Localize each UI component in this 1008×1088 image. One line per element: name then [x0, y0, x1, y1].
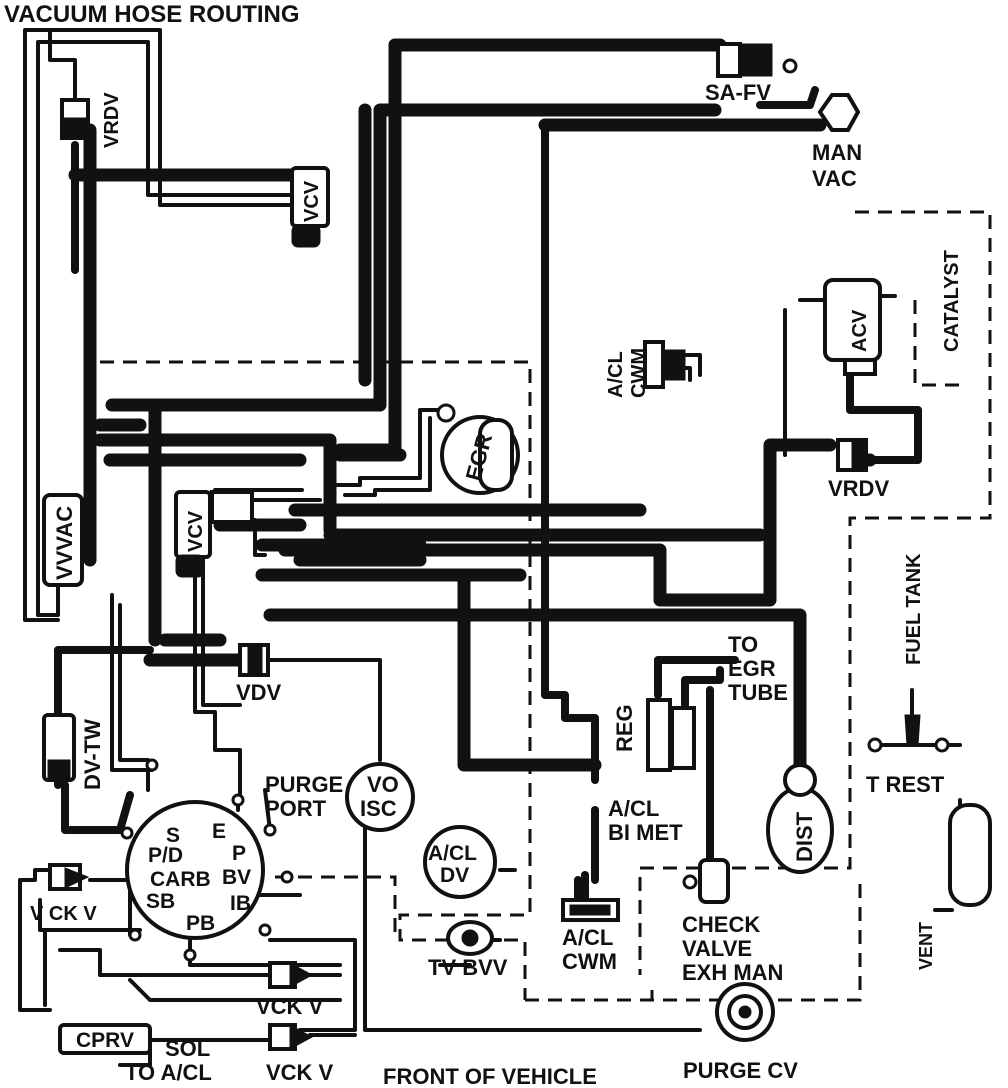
carburetor: [120, 758, 294, 962]
label-fuel-tank: FUEL TANK: [903, 553, 925, 665]
acl-cwm-top-motor: [643, 340, 686, 389]
man-vac-fitting: [817, 93, 861, 132]
label-vrdv-top: VRDV: [101, 92, 123, 148]
label-purge-cv: PURGE CV: [683, 1058, 798, 1083]
dashed-outlines: [100, 210, 992, 1002]
label-acl-cwm-bot-1: A/CL: [562, 925, 613, 950]
vrdv-right-valve: [836, 438, 868, 472]
medium-hoses: [54, 86, 922, 909]
vo-isc-actuator: [345, 762, 415, 832]
label-tv-bvv: TV BVV: [428, 955, 508, 980]
label-man-vac-2: VAC: [812, 166, 857, 191]
label-dv-tw: DV-TW: [80, 719, 105, 790]
label-acl-bimet-1: A/CL: [608, 796, 659, 821]
label-carb-bv: BV: [222, 866, 251, 889]
label-sa-fv: SA-FV: [705, 80, 771, 105]
label-check-valve-2: VALVE: [682, 936, 752, 961]
label-carb-carb: CARB: [150, 868, 211, 891]
fuel-tank-fitting: [867, 714, 950, 753]
vcv-mid-valve: [174, 490, 254, 578]
label-acl-dv-2: DV: [440, 864, 469, 887]
label-acl-cwm-top-2: CWM: [628, 348, 650, 398]
vckv-left-valve: [48, 863, 90, 891]
label-carb-p: P: [232, 842, 246, 865]
label-dist: DIST: [792, 811, 817, 862]
label-vo-isc-1: VO: [367, 772, 399, 797]
label-acl-cwm-bot-2: CWM: [562, 949, 617, 974]
label-sol: SOL: [165, 1036, 210, 1061]
sa-fv-valve: [716, 42, 798, 78]
vckv-mid-valve: [268, 961, 314, 989]
dv-tw-valve: [42, 713, 76, 782]
check-valve-exh-man: [682, 858, 730, 904]
label-vcv-top: VCV: [301, 180, 323, 222]
vcv-top-valve: [290, 166, 330, 248]
label-purge-port-2: PORT: [265, 796, 327, 821]
label-vrdv-right: VRDV: [828, 476, 889, 501]
label-catalyst: CATALYST: [941, 250, 963, 352]
acv-valve: [823, 278, 882, 376]
distributor: [766, 763, 834, 874]
label-acv: ACV: [849, 309, 871, 352]
label-carb-pd: P/D: [148, 844, 183, 867]
acl-dv-valve: [423, 825, 497, 899]
cprv-valve: [58, 1023, 152, 1055]
label-man-vac-1: MAN: [812, 140, 862, 165]
label-vcv-mid: VCV: [185, 510, 207, 552]
label-to-acl: TO A/CL: [125, 1060, 212, 1085]
acl-cwm-bottom-motor: [561, 898, 620, 922]
label-vdv: VDV: [236, 680, 282, 705]
label-vent: VENT: [916, 922, 936, 970]
vckv-bottom-valve: [268, 1023, 314, 1051]
label-t-rest: T REST: [866, 772, 945, 797]
footer-front-of-vehicle: FRONT OF VEHICLE: [383, 1064, 597, 1088]
label-reg: REG: [612, 704, 637, 752]
thick-hoses: [68, 38, 877, 787]
label-carb-e: E: [212, 820, 226, 843]
label-vvvac: VVVAC: [52, 506, 77, 580]
label-vo-isc-2: ISC: [360, 796, 397, 821]
label-cprv: CPRV: [76, 1029, 134, 1052]
label-purge-port-1: PURGE: [265, 772, 343, 797]
label-acl-dv-1: A/CL: [428, 842, 477, 865]
label-carb-pb: PB: [186, 912, 215, 935]
diagram-title: VACUUM HOSE ROUTING: [4, 1, 300, 28]
label-vck-v-bot: VCK V: [266, 1060, 334, 1085]
egr-valve: [436, 403, 520, 495]
label-to-egr-1: TO: [728, 632, 758, 657]
label-carb-ib: IB: [230, 892, 251, 915]
purge-cv-valve: [715, 982, 775, 1042]
label-acl-cwm-top-1: A/CL: [605, 351, 627, 398]
label-vck-v-left: V CK V: [30, 903, 97, 925]
tv-bvv-valve: [446, 920, 494, 956]
vent-fitting: [948, 803, 992, 907]
label-check-valve-1: CHECK: [682, 912, 760, 937]
components: [42, 42, 992, 1055]
label-to-egr-3: TUBE: [728, 680, 788, 705]
label-vck-v-mid: VCK V: [256, 994, 324, 1019]
label-to-egr-2: EGR: [728, 656, 776, 681]
reg-valve: [646, 698, 696, 772]
labels: VACUUM HOSE ROUTING VRDV VCV SA-FV MAN V…: [4, 1, 963, 1088]
label-carb-sb: SB: [146, 890, 175, 913]
vrdv-top-valve: [60, 98, 90, 140]
vdv-valve: [238, 643, 270, 677]
vvvac-valve: [42, 493, 84, 587]
label-acl-bimet-2: BI MET: [608, 820, 683, 845]
label-carb-s: S: [166, 824, 180, 847]
label-check-valve-3: EXH MAN: [682, 960, 783, 985]
